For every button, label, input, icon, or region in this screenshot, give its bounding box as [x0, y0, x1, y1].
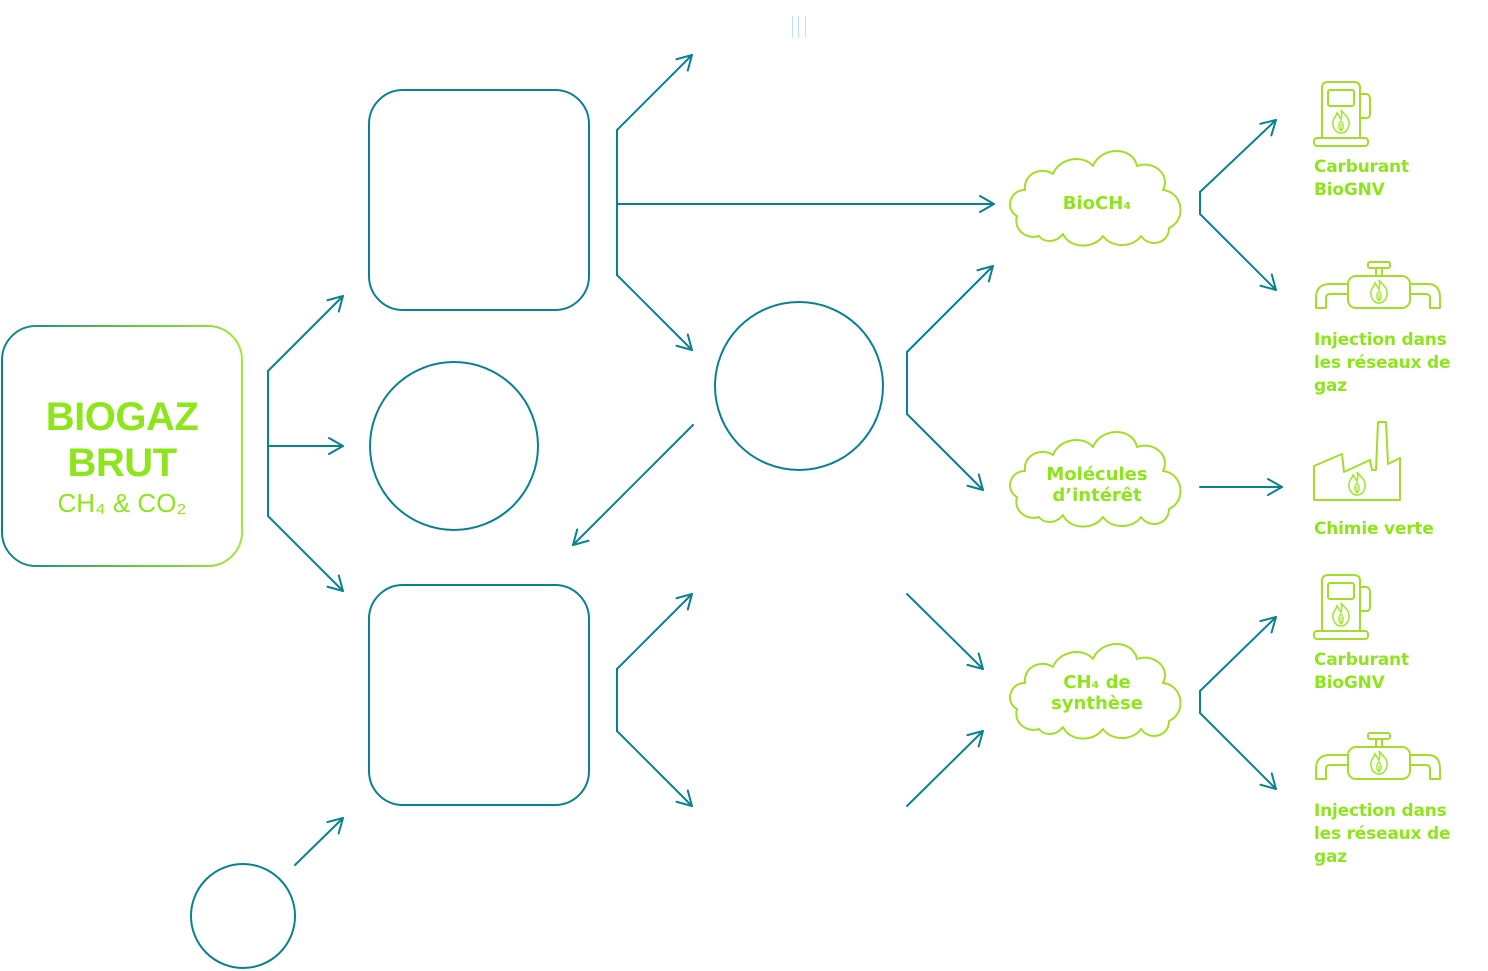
source-split-arrows [267, 295, 344, 592]
arrow-bottom-down [616, 730, 693, 807]
fuel-pump-icon-2 [1313, 574, 1371, 640]
product-use-arrows [1199, 119, 1283, 790]
source-title-line2: BRUT [67, 441, 177, 485]
top-box-split-arrows [616, 54, 995, 351]
arrow-bottom-up [616, 593, 693, 670]
factory-icon [1313, 421, 1401, 501]
arrow-to-synthetic-methane-2 [906, 730, 984, 807]
arrow-to-center-circle [616, 274, 693, 351]
source-box [1, 325, 243, 567]
bottom-process-box [368, 584, 590, 806]
biomethane-label: BioCH₄ [1062, 193, 1132, 214]
gas-pipe-valve-icon [1315, 261, 1441, 309]
bottom-box-split-arrows [294, 593, 984, 866]
arrow-to-fuel-1 [1199, 119, 1277, 193]
arrow-center-to-biomethane [906, 265, 994, 353]
top-process-box [368, 89, 590, 311]
cloud-synthetic-methane [1009, 643, 1182, 740]
arrow-to-fuel-2 [1199, 616, 1277, 692]
use-fuel-2-line1: Carburant [1314, 650, 1409, 670]
synthetic-methane-label-line2: synthèse [1051, 693, 1143, 714]
arrow-center-to-molecules [906, 413, 984, 491]
use-fuel-1-line1: Carburant [1314, 157, 1409, 177]
use-chem-line1: Chimie verte [1314, 519, 1434, 539]
arrow-to-top-box [267, 295, 344, 372]
synthetic-methane-label-line1: CH₄ de [1063, 672, 1131, 693]
use-grid-1-line1: Injection dans [1314, 330, 1447, 350]
arrow-top-up [616, 54, 693, 131]
molecules-label-line2: d’intérêt [1052, 485, 1142, 506]
arrow-to-grid-1 [1199, 213, 1277, 291]
center-split-arrows [572, 265, 994, 546]
use-grid-1-line2: les réseaux de gaz [1314, 353, 1451, 396]
use-fuel-2-line2: BioGNV [1314, 673, 1385, 693]
cloud-molecules [1009, 431, 1182, 528]
input-circle [190, 863, 296, 969]
arrow-input-to-bottom-box [294, 817, 344, 866]
use-grid-2-line2: les réseaux de gaz [1314, 824, 1451, 867]
use-fuel-1-line2: BioGNV [1314, 180, 1385, 200]
molecules-label-line1: Molécules [1046, 464, 1148, 485]
arrow-to-synthetic-methane-1 [906, 593, 984, 670]
source-title-line1: BIOGAZ [45, 395, 199, 439]
middle-process-circle [369, 361, 539, 531]
arrow-center-to-bottom-box [572, 424, 694, 546]
center-process-circle [714, 301, 884, 471]
use-grid-2-line1: Injection dans [1314, 801, 1447, 821]
placeholder-glyph [792, 16, 806, 38]
arrow-to-bottom-box [267, 515, 344, 592]
source-subtitle: CH₄ & CO₂ [57, 488, 187, 518]
cloud-biomethane [1009, 150, 1182, 247]
gas-pipe-valve-icon-2 [1315, 732, 1441, 780]
arrow-to-grid-2 [1199, 712, 1277, 790]
fuel-pump-icon [1313, 81, 1371, 147]
